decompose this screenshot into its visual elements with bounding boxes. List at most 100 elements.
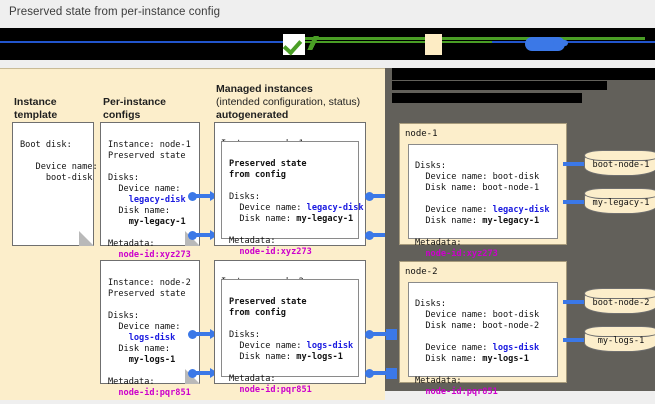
legend-green-accent-icon xyxy=(300,36,324,50)
preserved-state-line: Preserved state xyxy=(108,289,186,299)
disks-label: Disks: xyxy=(229,192,261,202)
metadata-label: Metadata: xyxy=(108,377,155,387)
connector-line xyxy=(371,332,389,336)
connector-dot xyxy=(188,330,197,339)
legend-bar xyxy=(0,28,655,60)
cream-swatch-icon xyxy=(425,34,442,55)
disks-label: Disks: xyxy=(108,173,140,183)
disk-name-label: Disk name: xyxy=(118,206,171,216)
disk-name-label: Disk name: xyxy=(239,352,292,362)
connector-line xyxy=(194,371,212,375)
disk-connector-line xyxy=(563,200,585,204)
disk-name-value: my-logs-1 xyxy=(296,352,343,362)
connector-line xyxy=(194,332,212,336)
metadata-label: Metadata: xyxy=(229,374,276,384)
disk-connector-line xyxy=(563,338,585,342)
metadata-label: Metadata: xyxy=(108,239,155,249)
connector-dot xyxy=(365,330,374,339)
boot-disk-title: Boot disk: xyxy=(20,140,72,150)
connector-dot xyxy=(365,231,374,240)
device-name-label: Device name: xyxy=(35,162,98,172)
metadata-value: node-id:pqr851 xyxy=(425,387,498,397)
disk-name-value: my-logs-1 xyxy=(128,355,176,365)
boot-device-name: Device name: boot-disk xyxy=(425,310,540,320)
device-name-label: Device name: xyxy=(425,205,488,215)
preserved-state-box-node-2: Preserved state from config Disks: Devic… xyxy=(221,279,359,395)
disks-label: Disks: xyxy=(108,311,140,321)
legend-green-line-secondary xyxy=(292,41,492,43)
disks-label: Disks: xyxy=(415,299,447,309)
disk-name-label: Disk name: xyxy=(425,216,478,226)
blue-blob-tail-icon xyxy=(553,40,568,46)
page-title: Preserved state from per-instance config xyxy=(9,6,221,18)
disk-cylinder-my-legacy-1: my-legacy-1 xyxy=(584,188,655,214)
metadata-value: node-id:xyz273 xyxy=(118,250,191,260)
preserved-state-title-2: from config xyxy=(229,170,286,180)
metadata-value: node-id:xyz273 xyxy=(425,249,498,259)
preserved-state-title-1: Preserved state xyxy=(229,159,307,169)
metadata-value: node-id:pqr851 xyxy=(118,388,191,398)
metadata-label: Metadata: xyxy=(415,238,462,248)
connector-dot xyxy=(365,192,374,201)
per-instance-config-card-node-2: Instance: node-2 Preserved state Disks: … xyxy=(100,260,200,398)
device-name-value: legacy-disk xyxy=(128,195,186,205)
redaction-bar xyxy=(392,93,582,103)
instance-template-card: Boot disk: Device name: boot-disk xyxy=(12,122,98,246)
disk-name-value: my-legacy-1 xyxy=(128,217,186,227)
connector-dot xyxy=(188,231,197,240)
connector-line xyxy=(371,233,389,237)
connector-square xyxy=(386,329,397,340)
disk-name-value: my-legacy-1 xyxy=(482,216,540,226)
metadata-label: Metadata: xyxy=(415,376,462,386)
disk-name-label: Disk name: xyxy=(239,214,292,224)
disk-cylinder-boot-node-2: boot-node-2 xyxy=(584,288,655,314)
device-name-label: Device name: xyxy=(118,184,181,194)
device-name-label: Device name: xyxy=(425,343,488,353)
device-name-value: logs-disk xyxy=(306,341,354,351)
disk-cylinder-boot-node-1: boot-node-1 xyxy=(584,150,655,176)
device-name-value: legacy-disk xyxy=(492,205,550,215)
disk-cylinder-my-logs-1: my-logs-1 xyxy=(584,326,655,352)
legend-green-line xyxy=(300,37,645,40)
disk-name-label: Disk name: xyxy=(425,354,478,364)
instance-line: Instance: node-1 xyxy=(108,140,191,150)
device-name-value: boot-disk xyxy=(45,173,93,183)
vm-detail-box-node-1: Disks: Device name: boot-disk Disk name:… xyxy=(408,144,558,259)
connector-line xyxy=(371,371,389,375)
device-name-label: Device name: xyxy=(118,322,181,332)
vm-detail-box-node-2: Disks: Device name: boot-disk Disk name:… xyxy=(408,282,558,397)
device-name-label: Device name: xyxy=(239,203,302,213)
column-header-managed-instances: Managed instances (intended configuratio… xyxy=(216,83,361,121)
disk-name-value: my-logs-1 xyxy=(482,354,529,364)
metadata-value: node-id:xyz273 xyxy=(239,247,312,257)
disk-connector-line xyxy=(563,300,585,304)
device-name-value: legacy-disk xyxy=(306,203,364,213)
disks-label: Disks: xyxy=(415,161,447,171)
column-header-instance-template: Instance template xyxy=(14,96,58,121)
disk-name-value: my-legacy-1 xyxy=(296,214,354,224)
disk-connector-line xyxy=(563,162,585,166)
preserved-state-line: Preserved state xyxy=(108,151,186,161)
vm-name-node-1: node-1 xyxy=(405,129,438,139)
connector-line xyxy=(194,233,212,237)
connector-dot xyxy=(188,192,197,201)
connector-dot xyxy=(365,369,374,378)
note-fold-corner xyxy=(79,231,94,246)
preserved-state-title-2: from config xyxy=(229,308,286,318)
instance-line: Instance: node-2 xyxy=(108,278,191,288)
per-instance-config-card-node-1: Instance: node-1 Preserved state Disks: … xyxy=(100,122,200,260)
redaction-bar xyxy=(392,81,607,90)
connector-line xyxy=(194,194,212,198)
preserved-state-box-node-1: Preserved state from config Disks: Devic… xyxy=(221,141,364,257)
vm-name-node-2: node-2 xyxy=(405,267,438,277)
vm-panel-header-redacted xyxy=(385,68,655,120)
device-name-label: Device name: xyxy=(239,341,302,351)
preserved-state-title-1: Preserved state xyxy=(229,297,307,307)
device-name-value: logs-disk xyxy=(128,333,176,343)
green-check-icon xyxy=(283,34,305,55)
redaction-bar xyxy=(392,68,655,80)
boot-disk-name: Disk name: boot-node-1 xyxy=(425,183,540,193)
column-header-per-instance-configs: Per-instance configs xyxy=(103,96,167,121)
disks-label: Disks: xyxy=(229,330,261,340)
connector-dot xyxy=(188,369,197,378)
